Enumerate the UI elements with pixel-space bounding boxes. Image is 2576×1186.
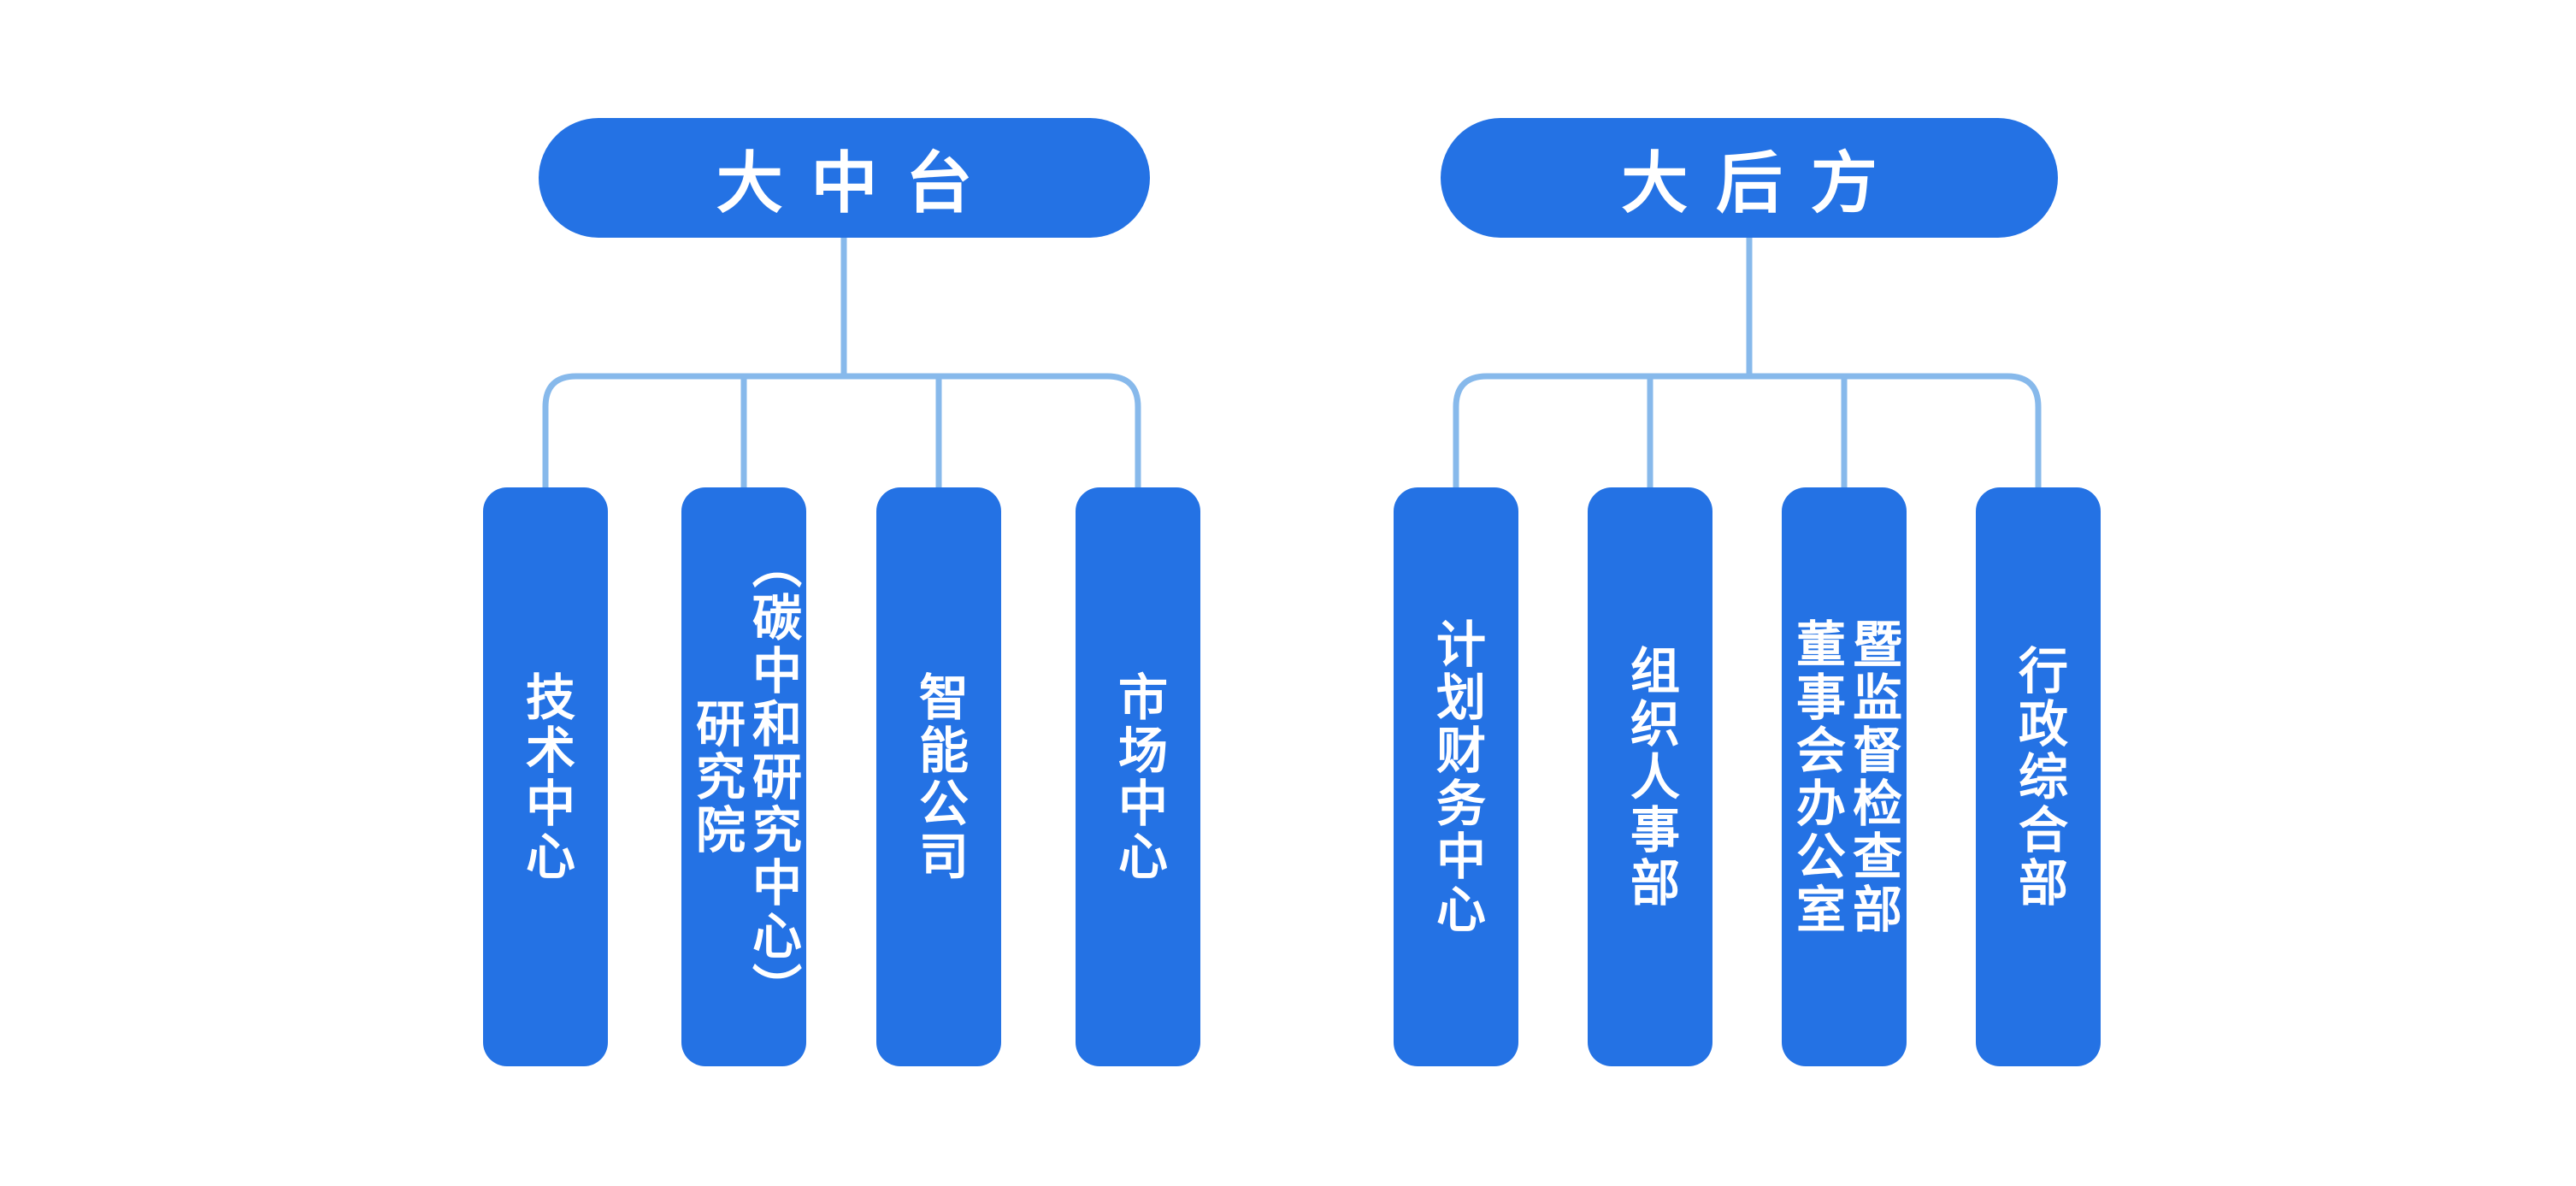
node-rear-support[interactable]: 大后方 bbox=[1441, 118, 2058, 238]
node-intelligent-company[interactable]: 智能公司 bbox=[876, 487, 1001, 1066]
node-tech-center[interactable]: 技术中心 bbox=[483, 487, 608, 1066]
node-research-institute[interactable]: 研究院 （碳中和研究中心） bbox=[681, 487, 806, 1066]
node-board-office-supervision-dept[interactable]: 董事会办公室 暨监督检查部 bbox=[1782, 487, 1907, 1066]
node-planning-finance-center[interactable]: 计划财务中心 bbox=[1394, 487, 1518, 1066]
bus-line bbox=[542, 373, 1141, 487]
node-org-hr-dept[interactable]: 组织人事部 bbox=[1588, 487, 1712, 1066]
node-market-center[interactable]: 市场中心 bbox=[1076, 487, 1200, 1066]
node-mid-platform[interactable]: 大中台 bbox=[539, 118, 1150, 238]
bus-line bbox=[1453, 373, 2042, 487]
connector-lines-right bbox=[1453, 238, 2042, 487]
connector-lines-left bbox=[542, 238, 1141, 487]
node-admin-general-dept[interactable]: 行政综合部 bbox=[1976, 487, 2101, 1066]
